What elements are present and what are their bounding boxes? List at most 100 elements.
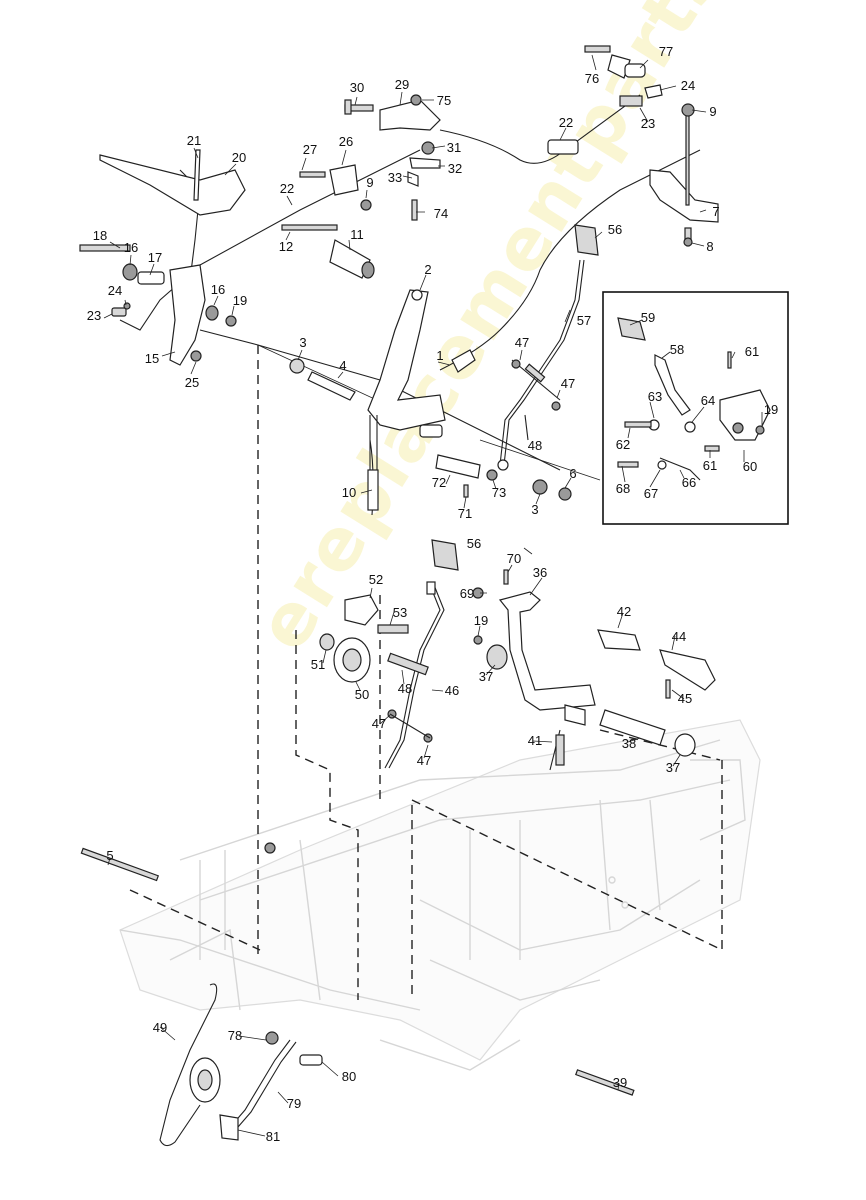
callout-19: 19	[473, 613, 489, 628]
callout-17: 17	[147, 250, 163, 265]
callout-38: 38	[621, 736, 637, 751]
brake-pedal-assembly	[79, 149, 246, 366]
cable-brackets	[299, 94, 441, 221]
callout-41: 41	[527, 733, 543, 748]
callout-37: 37	[478, 669, 494, 684]
callout-39: 39	[612, 1075, 628, 1090]
callout-59: 59	[640, 310, 656, 325]
callout-50: 50	[354, 687, 370, 702]
callout-48: 48	[527, 438, 543, 453]
callout-7: 7	[712, 204, 720, 219]
callout-21: 21	[186, 133, 202, 148]
callout-56: 56	[607, 222, 623, 237]
callout-76: 76	[584, 71, 600, 86]
long-bolts	[80, 842, 635, 1096]
callout-20: 20	[231, 150, 247, 165]
callout-74: 74	[433, 206, 449, 221]
chassis-frame	[119, 719, 761, 1071]
leader-lines	[103, 54, 763, 1137]
callout-70: 70	[506, 551, 522, 566]
callout-46: 46	[444, 683, 460, 698]
callout-52: 52	[368, 572, 384, 587]
callout-36: 36	[532, 565, 548, 580]
callout-11: 11	[350, 227, 364, 242]
callout-47: 47	[560, 376, 576, 391]
cables	[119, 94, 701, 471]
callout-37: 37	[665, 760, 681, 775]
callout-53: 53	[392, 605, 408, 620]
callout-78: 78	[227, 1028, 243, 1043]
callout-62: 62	[615, 437, 631, 452]
chain-and-belt	[159, 983, 323, 1147]
callout-63: 63	[647, 389, 663, 404]
callout-22: 22	[279, 181, 295, 196]
callout-72: 72	[431, 475, 447, 490]
callout-66: 66	[681, 475, 697, 490]
callout-9: 9	[709, 104, 717, 119]
callout-58: 58	[669, 342, 685, 357]
callout-4: 4	[339, 358, 347, 373]
callout-18: 18	[92, 228, 108, 243]
callout-5: 5	[106, 848, 114, 863]
callout-64: 64	[700, 393, 716, 408]
callout-47: 47	[371, 716, 387, 731]
upper-linkage	[281, 224, 599, 471]
callout-57: 57	[576, 313, 592, 328]
callout-81: 81	[265, 1129, 281, 1144]
callout-29: 29	[394, 77, 410, 92]
callout-16: 16	[210, 282, 226, 297]
callout-27: 27	[302, 142, 318, 157]
callout-26: 26	[338, 134, 354, 149]
callout-47: 47	[514, 335, 530, 350]
callout-6: 6	[569, 466, 577, 481]
detail-inset	[602, 291, 789, 525]
callout-48: 48	[397, 681, 413, 696]
callout-80: 80	[341, 1069, 357, 1084]
callout-8: 8	[706, 239, 714, 254]
callout-16: 16	[123, 240, 139, 255]
callout-77: 77	[658, 44, 674, 59]
callout-9: 9	[366, 175, 374, 190]
callout-12: 12	[278, 239, 294, 254]
callout-47: 47	[416, 753, 432, 768]
callout-19: 19	[232, 293, 248, 308]
callout-69: 69	[459, 586, 475, 601]
callout-31: 31	[446, 140, 462, 155]
callout-42: 42	[616, 604, 632, 619]
callout-23: 23	[640, 116, 656, 131]
callout-71: 71	[457, 506, 473, 521]
callout-33: 33	[387, 170, 403, 185]
callout-25: 25	[184, 375, 200, 390]
callout-79: 79	[286, 1096, 302, 1111]
cable-end-bracket	[547, 45, 719, 247]
callout-3: 3	[531, 502, 539, 517]
callout-75: 75	[436, 93, 452, 108]
callout-56: 56	[466, 536, 482, 551]
callout-1: 1	[436, 348, 444, 363]
callout-15: 15	[144, 351, 160, 366]
spring-assembly-upper	[511, 359, 561, 441]
pulley-assembly	[319, 581, 445, 769]
callout-60: 60	[742, 459, 758, 474]
callout-10: 10	[341, 485, 357, 500]
callout-22: 22	[558, 115, 574, 130]
callout-19: 19	[763, 402, 779, 417]
callout-61: 61	[744, 344, 760, 359]
callout-45: 45	[677, 691, 693, 706]
callout-61: 61	[702, 458, 718, 473]
main-lever-assembly	[289, 289, 572, 516]
callout-3: 3	[299, 335, 307, 350]
callout-51: 51	[310, 657, 326, 672]
callout-68: 68	[615, 481, 631, 496]
callout-32: 32	[447, 161, 463, 176]
callout-24: 24	[680, 78, 696, 93]
callout-44: 44	[671, 629, 687, 644]
drive-pedal-assembly	[431, 539, 716, 771]
callout-49: 49	[152, 1020, 168, 1035]
callout-2: 2	[424, 262, 432, 277]
callout-30: 30	[349, 80, 365, 95]
callout-24: 24	[107, 283, 123, 298]
callout-73: 73	[491, 485, 507, 500]
callout-67: 67	[643, 486, 659, 501]
